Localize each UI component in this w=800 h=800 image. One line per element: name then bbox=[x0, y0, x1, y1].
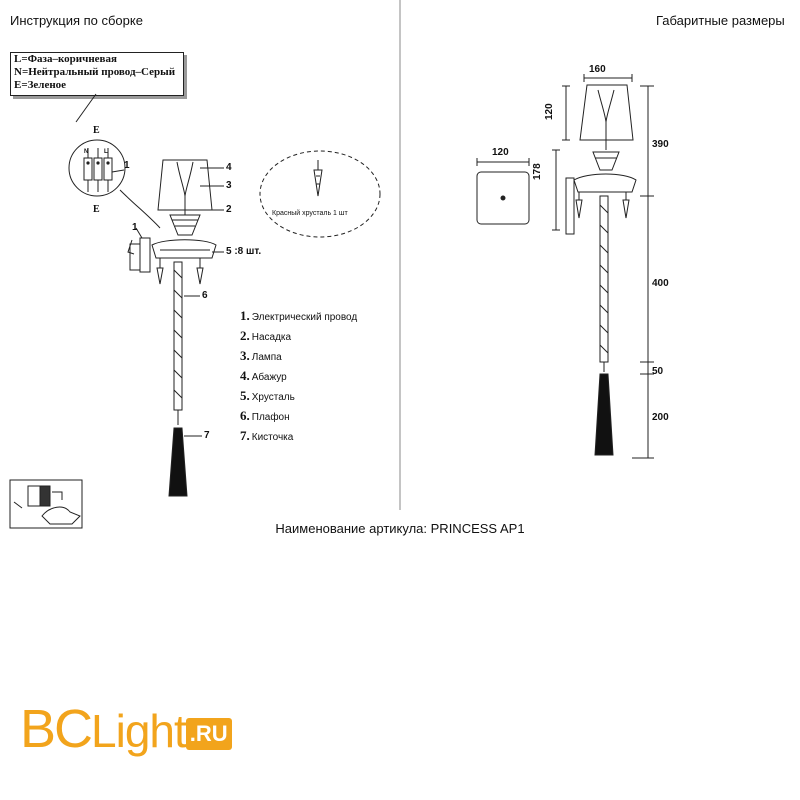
arms-left bbox=[151, 239, 217, 259]
callout-1: 1 bbox=[132, 222, 138, 233]
list-item: 1.Электрический провод bbox=[240, 308, 358, 323]
dim-gap: 50 bbox=[652, 366, 664, 377]
list-item: 3.Лампа bbox=[240, 348, 282, 363]
tassel-left bbox=[168, 427, 188, 497]
red-crystal bbox=[313, 169, 323, 197]
switch-pictogram-frame bbox=[9, 479, 83, 529]
terminal-block-3 bbox=[103, 157, 113, 181]
dim-plate-width: 120 bbox=[492, 147, 509, 158]
dim-upper-height: 390 bbox=[652, 139, 669, 150]
callout-3: 3 bbox=[226, 180, 232, 191]
cable bbox=[119, 189, 161, 229]
callout-4: 4 bbox=[226, 162, 232, 173]
list-item: 4.Абажур bbox=[240, 368, 287, 383]
dim-plate-height: 178 bbox=[532, 163, 543, 180]
terminal-block-2 bbox=[93, 157, 103, 181]
crystal-detail-ellipse bbox=[259, 150, 381, 238]
live-terminal-label: L bbox=[104, 149, 108, 155]
wall-plate-front bbox=[476, 171, 530, 225]
wall-mount-right bbox=[565, 177, 575, 235]
list-item: 2.Насадка bbox=[240, 328, 292, 343]
rod-left bbox=[173, 261, 183, 411]
crystal-cup-left bbox=[169, 214, 201, 236]
callout-5: 5 :8 шт. bbox=[226, 246, 262, 257]
shade-right bbox=[579, 84, 634, 141]
parts-list: 1.Электрический провод 2.Насадка 3.Лампа… bbox=[240, 308, 357, 448]
wiring-earth: E=Зеленое bbox=[14, 79, 67, 91]
connector-detail-circle bbox=[68, 139, 126, 197]
logo-bc: BC bbox=[20, 699, 93, 759]
wall-mount-left bbox=[139, 237, 151, 273]
cable-end bbox=[127, 239, 135, 255]
lamp-flame-left bbox=[176, 161, 194, 197]
dim-shade-width: 160 bbox=[589, 64, 606, 75]
connector-callout: 1 bbox=[124, 160, 130, 171]
wall-plate-left bbox=[129, 243, 141, 271]
article-name: Наименование артикула: PRINCESS AP1 bbox=[275, 521, 525, 536]
legend-leader bbox=[75, 93, 97, 123]
dim-rod-length: 400 bbox=[652, 278, 669, 289]
callout-6: 6 bbox=[202, 290, 208, 301]
tassel-right bbox=[594, 373, 614, 456]
list-item: 6.Плафон bbox=[240, 408, 290, 423]
bclight-logo: BCLight.RU bbox=[20, 700, 232, 772]
list-item: 5.Хрусталь bbox=[240, 388, 295, 403]
terminal-block-1 bbox=[83, 157, 93, 181]
callout-7: 7 bbox=[204, 430, 210, 441]
arms-right bbox=[573, 173, 637, 193]
crystal-cup-right bbox=[592, 151, 620, 171]
dim-shade-height: 120 bbox=[544, 103, 555, 120]
wiring-legend: L=Фаза–коричневая N=Нейтральный провод–С… bbox=[10, 52, 184, 96]
earth-label-top: E bbox=[93, 125, 100, 136]
dimensions-header: Габаритные размеры bbox=[656, 13, 785, 28]
rod-right bbox=[599, 195, 609, 363]
logo-ru: .RU bbox=[185, 718, 232, 750]
earth-label-bottom: E bbox=[93, 204, 100, 215]
wiring-neutral: N=Нейтральный провод–Серый bbox=[14, 66, 176, 78]
assembly-header: Инструкция по сборке bbox=[10, 13, 143, 28]
dim-tassel: 200 bbox=[652, 412, 669, 423]
list-item: 7.Кисточка bbox=[240, 428, 294, 443]
callout-2: 2 bbox=[226, 204, 232, 215]
wiring-phase: L=Фаза–коричневая bbox=[14, 53, 117, 65]
neutral-terminal-label: N bbox=[84, 149, 89, 155]
logo-light: Light bbox=[91, 705, 187, 757]
crystal-note: Красный хрусталь 1 шт bbox=[272, 210, 348, 217]
